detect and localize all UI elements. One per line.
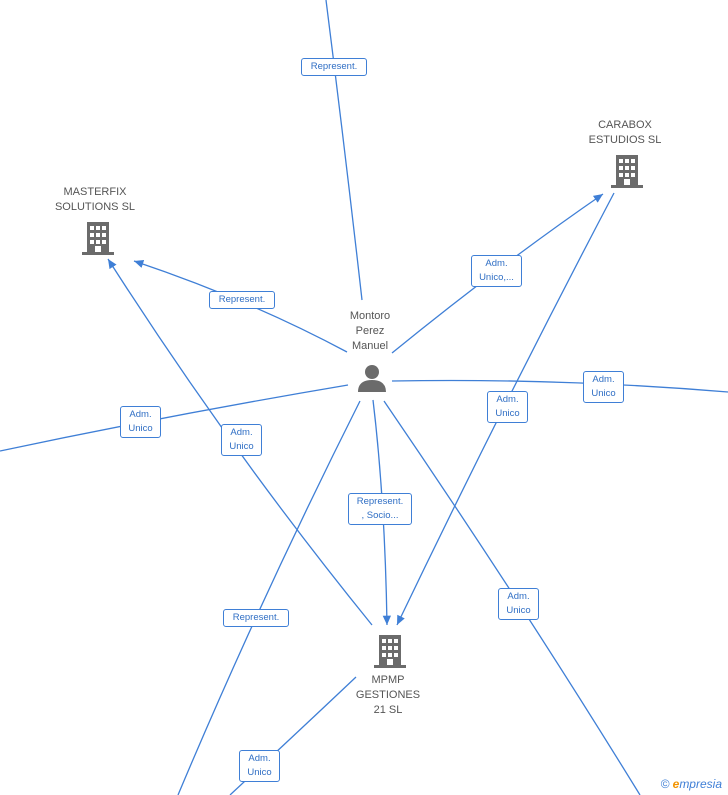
node-masterfix-label[interactable]: MASTERFIX SOLUTIONS SL: [54, 186, 136, 213]
edge-bottom-left-represent: [177, 400, 361, 795]
edge-label-left-adm[interactable]: Adm. Unico: [120, 406, 161, 438]
edge-label-masterfix-represent[interactable]: Represent.: [209, 291, 275, 309]
edge-label-bottom-right-adm[interactable]: Adm. Unico: [498, 588, 539, 620]
empresia-logo: ©empresia: [661, 777, 722, 791]
node-carabox-label[interactable]: CARABOX ESTUDIOS SL: [588, 119, 662, 146]
edge-top-represent: [325, 0, 363, 301]
edge-label-carabox-adm[interactable]: Adm. Unico,...: [471, 255, 522, 287]
edge-right-adm: [391, 379, 728, 393]
edge-label-mpmp-represent-socio[interactable]: Represent. , Socio...: [348, 493, 412, 525]
person-icon: [358, 365, 386, 392]
edge-label-bottom-adm[interactable]: Adm. Unico: [239, 750, 280, 782]
building-icon: [374, 635, 406, 668]
edge-label-bottom-left-represent[interactable]: Represent.: [223, 609, 289, 627]
building-icon: [611, 155, 643, 188]
brand-e: e: [672, 777, 680, 791]
edge-label-top-represent[interactable]: Represent.: [301, 58, 367, 76]
edge-label-right-adm[interactable]: Adm. Unico: [583, 371, 624, 403]
copyright-symbol: ©: [660, 777, 670, 791]
node-montoro-label[interactable]: Montoro Perez Manuel: [349, 310, 391, 352]
edge-label-masterfix-adm[interactable]: Adm. Unico: [221, 424, 262, 456]
node-mpmp-label[interactable]: MPMP GESTIONES 21 SL: [355, 674, 421, 716]
edge-left-adm: [0, 384, 349, 452]
brand-name: mpresia: [679, 777, 722, 791]
edge-label-carabox-mpmp-adm[interactable]: Adm. Unico: [487, 391, 528, 423]
building-icon: [82, 222, 114, 255]
